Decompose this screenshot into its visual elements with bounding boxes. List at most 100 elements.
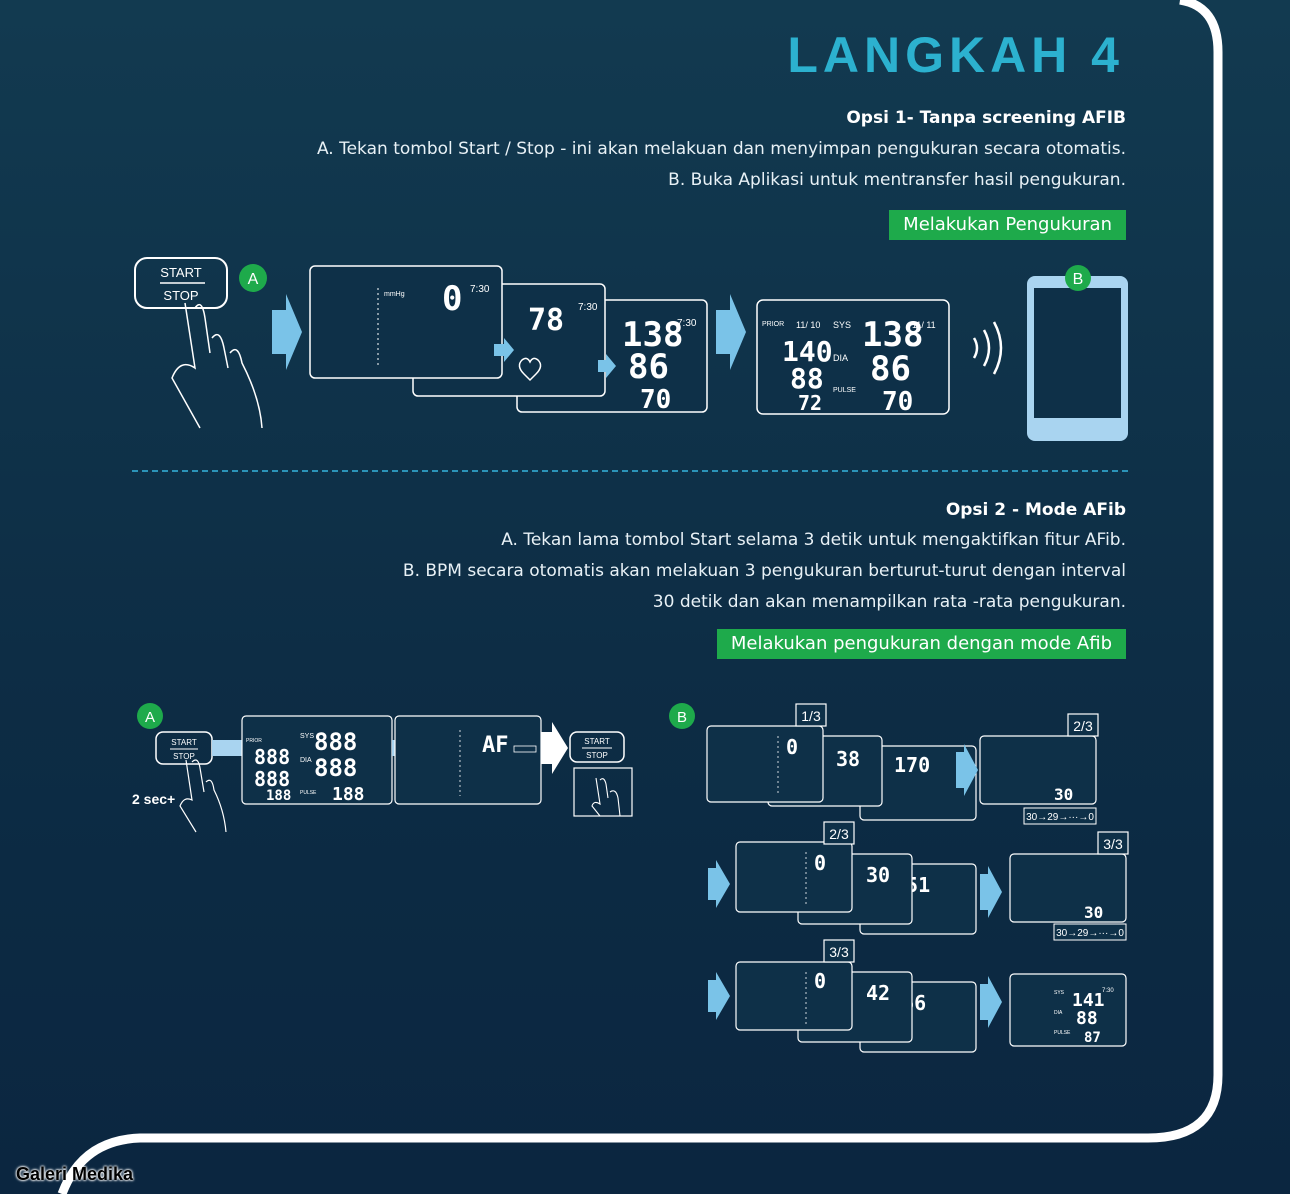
option1-illustration: START STOP A 138 86 70 7:30 78 7:30 0 mm…: [134, 257, 1128, 441]
option2-step-b1: B. BPM secara otomatis akan melakuan 3 p…: [402, 561, 1126, 581]
option2-step-b2: 30 detik dan akan menampilkan rata -rata…: [652, 592, 1126, 612]
start-stop-button[interactable]: START STOP: [569, 731, 625, 763]
countdown-sequence: 30→29→···→0: [1026, 812, 1094, 823]
svg-text:STOP: STOP: [586, 751, 608, 760]
arrow-right-icon: [980, 976, 1002, 1028]
svg-text:PULSE: PULSE: [1054, 1030, 1071, 1036]
measurement-tag: 3/3: [829, 944, 849, 960]
svg-text:88: 88: [1076, 1008, 1098, 1029]
svg-text:B: B: [1073, 271, 1084, 288]
svg-text:38: 38: [836, 747, 860, 771]
svg-text:888: 888: [314, 728, 357, 756]
arrow-right-icon: [956, 744, 978, 796]
lcd-full-segments: PRIOR SYS DIA PULSE 888 888 888 888 188 …: [241, 715, 393, 805]
start-label: START: [160, 265, 201, 280]
svg-text:START: START: [584, 737, 610, 746]
svg-text:PULSE: PULSE: [300, 790, 317, 796]
badge-a: [137, 703, 163, 729]
hand-icon: [171, 302, 263, 429]
svg-text:888: 888: [254, 745, 290, 769]
heart-icon: [518, 357, 542, 382]
lcd-screen-memory: PRIOR 11/ 10 11/ 11 SYS DIA PULSE 140 88…: [756, 299, 950, 417]
transition-bar: [212, 740, 242, 756]
lcd-screen-start: 0 mmHg 7:30: [309, 265, 503, 379]
svg-text:70: 70: [882, 387, 913, 417]
small-arrow-icon: [494, 338, 514, 362]
svg-text:0: 0: [786, 735, 798, 759]
stop-label: STOP: [163, 288, 198, 303]
badge-b: [1065, 265, 1091, 291]
svg-text:141: 141: [1072, 990, 1105, 1011]
svg-text:88: 88: [790, 362, 824, 395]
start-stop-button[interactable]: START STOP: [134, 257, 228, 309]
svg-text:188: 188: [266, 788, 291, 804]
arrow-right-icon: [708, 860, 730, 908]
arrow-right-icon: [541, 722, 568, 774]
section-divider: [132, 470, 1128, 472]
arrow-right-icon: [716, 294, 746, 370]
svg-text:7:30: 7:30: [677, 318, 697, 329]
svg-text:138: 138: [622, 315, 683, 355]
svg-text:DIA: DIA: [833, 353, 848, 363]
svg-text:87: 87: [1084, 1030, 1101, 1046]
svg-text:START: START: [171, 738, 197, 747]
svg-text:SYS: SYS: [300, 733, 314, 740]
svg-text:7:30: 7:30: [470, 284, 490, 295]
measurement-tag: 3/3: [1103, 836, 1123, 852]
svg-text:86: 86: [870, 349, 911, 389]
press-inset: [573, 767, 633, 817]
svg-text:86: 86: [628, 347, 669, 387]
svg-text:PRIOR: PRIOR: [762, 321, 784, 328]
svg-text:AF: AF: [482, 733, 509, 758]
badge-a: [239, 264, 267, 292]
svg-text:11/ 10: 11/ 10: [796, 320, 820, 330]
svg-text:mmHg: mmHg: [384, 291, 405, 298]
wireless-signal-icon: [972, 321, 1003, 375]
measurement-tag: 2/3: [1073, 718, 1093, 734]
option2-heading: Opsi 2 - Mode AFib: [945, 500, 1126, 520]
hand-icon: [179, 759, 227, 833]
svg-text:0: 0: [814, 851, 826, 875]
svg-text:11/ 11: 11/ 11: [912, 320, 936, 330]
svg-text:DIA: DIA: [300, 757, 312, 764]
page-title: LANGKAH 4: [787, 27, 1124, 83]
svg-text:SYS: SYS: [833, 320, 851, 330]
afib-row-2: 151 30 0 2/3 3/3 30 30→29→···→0: [708, 821, 1129, 941]
svg-text:888: 888: [314, 754, 357, 782]
svg-text:SYS: SYS: [1054, 990, 1065, 996]
measure-button[interactable]: Melakukan Pengukuran: [889, 210, 1126, 240]
svg-text:STOP: STOP: [173, 752, 195, 761]
option2-step-a: A. Tekan lama tombol Start selama 3 deti…: [501, 530, 1126, 550]
measurement-tag: 2/3: [829, 826, 849, 842]
badge-b: [669, 703, 695, 729]
afib-row-1: 170 38 0 1/3 2/3 30 30→29→···→0: [706, 703, 1099, 825]
svg-text:188: 188: [332, 784, 365, 805]
svg-text:72: 72: [798, 391, 822, 415]
arrow-right-icon: [272, 294, 302, 370]
tablet-icon: [1027, 276, 1128, 441]
lcd-af-screen: AF: [394, 715, 542, 805]
arrow-right-icon: [980, 866, 1002, 918]
svg-text:42: 42: [866, 981, 890, 1005]
svg-text:A: A: [248, 271, 259, 288]
start-stop-button[interactable]: START STOP: [155, 731, 213, 765]
svg-text:138: 138: [862, 315, 923, 355]
afib-measure-button[interactable]: Melakukan pengukuran dengan mode Afib: [716, 629, 1126, 659]
option2-part-a: A START STOP 2 sec+ PRIOR SYS DIA PULSE …: [132, 703, 633, 833]
svg-text:DIA: DIA: [1054, 1010, 1063, 1016]
svg-text:30: 30: [866, 863, 890, 887]
measurement-tag: 1/3: [801, 708, 821, 724]
option1-heading: Opsi 1- Tanpa screening AFIB: [846, 108, 1126, 128]
svg-text:B: B: [677, 709, 687, 726]
option2-part-b: B 170 38 0 1/3 2/3 30 30→29→···→0 151 30…: [669, 703, 1129, 1053]
svg-text:78: 78: [528, 303, 564, 338]
svg-text:70: 70: [640, 385, 671, 415]
svg-text:7:30: 7:30: [1102, 988, 1114, 994]
svg-text:140: 140: [782, 335, 833, 368]
countdown-sequence: 30→29→···→0: [1056, 928, 1124, 939]
option1-step-b: B. Buka Aplikasi untuk mentransfer hasil…: [668, 170, 1126, 190]
hold-label: 2 sec+: [132, 791, 175, 807]
arrow-right-icon: [708, 972, 730, 1020]
svg-text:PRIOR: PRIOR: [246, 738, 262, 744]
option1-step-a: A. Tekan tombol Start / Stop - ini akan …: [316, 139, 1126, 159]
